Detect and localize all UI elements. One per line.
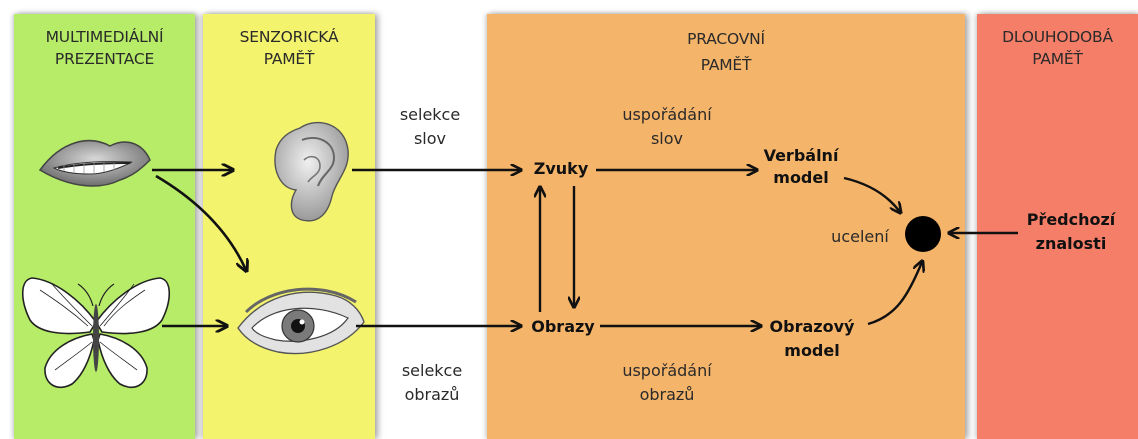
label-organize-images-2: obrazů	[639, 385, 695, 404]
panel-sensory: SENZORICKÁ PAMĚŤ	[203, 14, 375, 439]
panel-title-line1: MULTIMEDIÁLNÍ	[45, 28, 164, 46]
panel-title-line2: PREZENTACE	[54, 50, 155, 68]
node-pictorial-line1: Obrazový	[769, 317, 855, 336]
mouth-icon	[38, 139, 151, 187]
node-prior-knowledge-line1: Předchozí	[1026, 210, 1116, 229]
label-integration: ucelení	[831, 227, 889, 246]
ear-icon	[274, 121, 349, 222]
node-sounds: Zvuky	[533, 159, 589, 178]
arrow-pictorial-to-integration	[867, 262, 922, 326]
eye-icon	[237, 287, 365, 355]
node-verbal-line2: model	[773, 168, 829, 187]
label-organize-words-1: uspořádání	[622, 105, 712, 124]
node-verbal-line1: Verbální	[763, 146, 839, 165]
label-select-words-1: selekce	[399, 105, 461, 124]
label-organize-images-1: uspořádání	[622, 361, 712, 380]
integration-node	[905, 216, 941, 252]
panel-title-line1: DLOUHODOBÁ	[1002, 28, 1113, 46]
label-select-images-2: obrazů	[404, 385, 460, 404]
node-prior-knowledge-line2: znalosti	[1035, 234, 1107, 253]
panel-title-line2: PAMĚŤ	[700, 56, 752, 74]
label-select-words-2: slov	[413, 129, 447, 148]
butterfly-icon	[21, 277, 171, 389]
label-select-images-1: selekce	[401, 361, 463, 380]
panel-working: PRACOVNÍ PAMĚŤ	[487, 14, 965, 439]
node-images: Obrazy	[531, 317, 595, 336]
arrow-verbal-to-integration	[843, 176, 900, 212]
arrow-mouth-to-eye	[155, 174, 246, 270]
panel-multimedia: MULTIMEDIÁLNÍ PREZENTACE	[14, 14, 195, 439]
panel-title-line2: PAMĚŤ	[1032, 50, 1083, 68]
label-organize-words-2: slov	[650, 129, 684, 148]
panel-longterm: DLOUHODOBÁ PAMĚŤ	[977, 14, 1138, 439]
panel-title-line1: SENZORICKÁ	[239, 28, 339, 46]
panel-title-line2: PAMĚŤ	[263, 50, 315, 68]
panel-title-line1: PRACOVNÍ	[687, 30, 765, 48]
node-pictorial-line2: model	[784, 341, 840, 360]
